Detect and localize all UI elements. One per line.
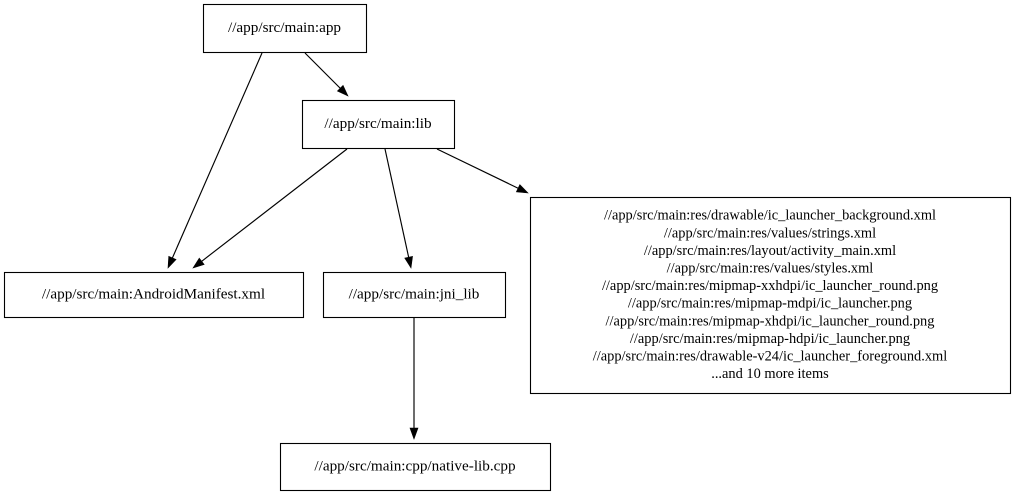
node-box-app[interactable] (202, 3, 368, 54)
graph-node-manifest[interactable]: //app/src/main:AndroidManifest.xml (3, 271, 305, 319)
graph-edge-lib-to-res_bundle (436, 148, 529, 194)
node-label-line: //app/src/main:res/values/strings.xml (664, 225, 876, 241)
graph-edge-jni_lib-to-native (409, 318, 419, 440)
graph-node-res_bundle[interactable]: //app/src/main:res/drawable/ic_launcher_… (529, 196, 1012, 395)
edge-layer (167, 52, 529, 440)
node-layer: //app/src/main:app //app/src/main:lib //ap… (3, 3, 1012, 492)
node-box-native_lib[interactable] (279, 442, 552, 492)
node-label-line: //app/src/main:res/mipmap-xxhdpi/ic_laun… (602, 278, 938, 294)
node-label-jni_lib: //app/src/main:jni_lib (349, 285, 480, 302)
graph-node-native_lib[interactable]: //app/src/main:cpp/native-lib.cpp (279, 442, 552, 492)
node-label-manifest: //app/src/main:AndroidManifest.xml (42, 285, 265, 302)
graph-edge-app-to-manifest (167, 52, 263, 269)
node-box-res_bundle[interactable] (529, 196, 1012, 395)
node-label-line: ...and 10 more items (711, 366, 829, 382)
node-label-lib: //app/src/main:lib (324, 115, 432, 132)
node-label-line: //app/src/main:res/mipmap-xhdpi/ic_launc… (606, 313, 935, 329)
node-box-jni_lib[interactable] (322, 271, 507, 319)
graph-node-app[interactable]: //app/src/main:app (202, 3, 368, 54)
graph-node-lib[interactable]: //app/src/main:lib (301, 99, 456, 150)
graph-edge-lib-to-jni_lib (384, 148, 413, 269)
graph-edge-lib-to-manifest (192, 148, 348, 269)
node-label-line: //app/src/main:res/layout/activity_main.… (644, 243, 896, 259)
node-label-line: //app/src/main:res/values/styles.xml (667, 260, 874, 276)
node-label-line: //app/src/main:res/mipmap-hdpi/ic_launch… (630, 331, 910, 347)
node-box-manifest[interactable] (3, 271, 305, 319)
node-label-line: //app/src/main:res/drawable-v24/ic_launc… (593, 348, 947, 364)
node-box-lib[interactable] (301, 99, 456, 150)
graph-edge-app-to-lib (304, 52, 349, 97)
graph-node-jni_lib[interactable]: //app/src/main:jni_lib (322, 271, 507, 319)
node-label-line: //app/src/main:res/drawable/ic_launcher_… (604, 208, 936, 224)
node-label-app: //app/src/main:app (228, 19, 341, 36)
node-label-line: //app/src/main:res/mipmap-mdpi/ic_launch… (628, 296, 912, 312)
node-label-native_lib: //app/src/main:cpp/native-lib.cpp (314, 457, 515, 474)
